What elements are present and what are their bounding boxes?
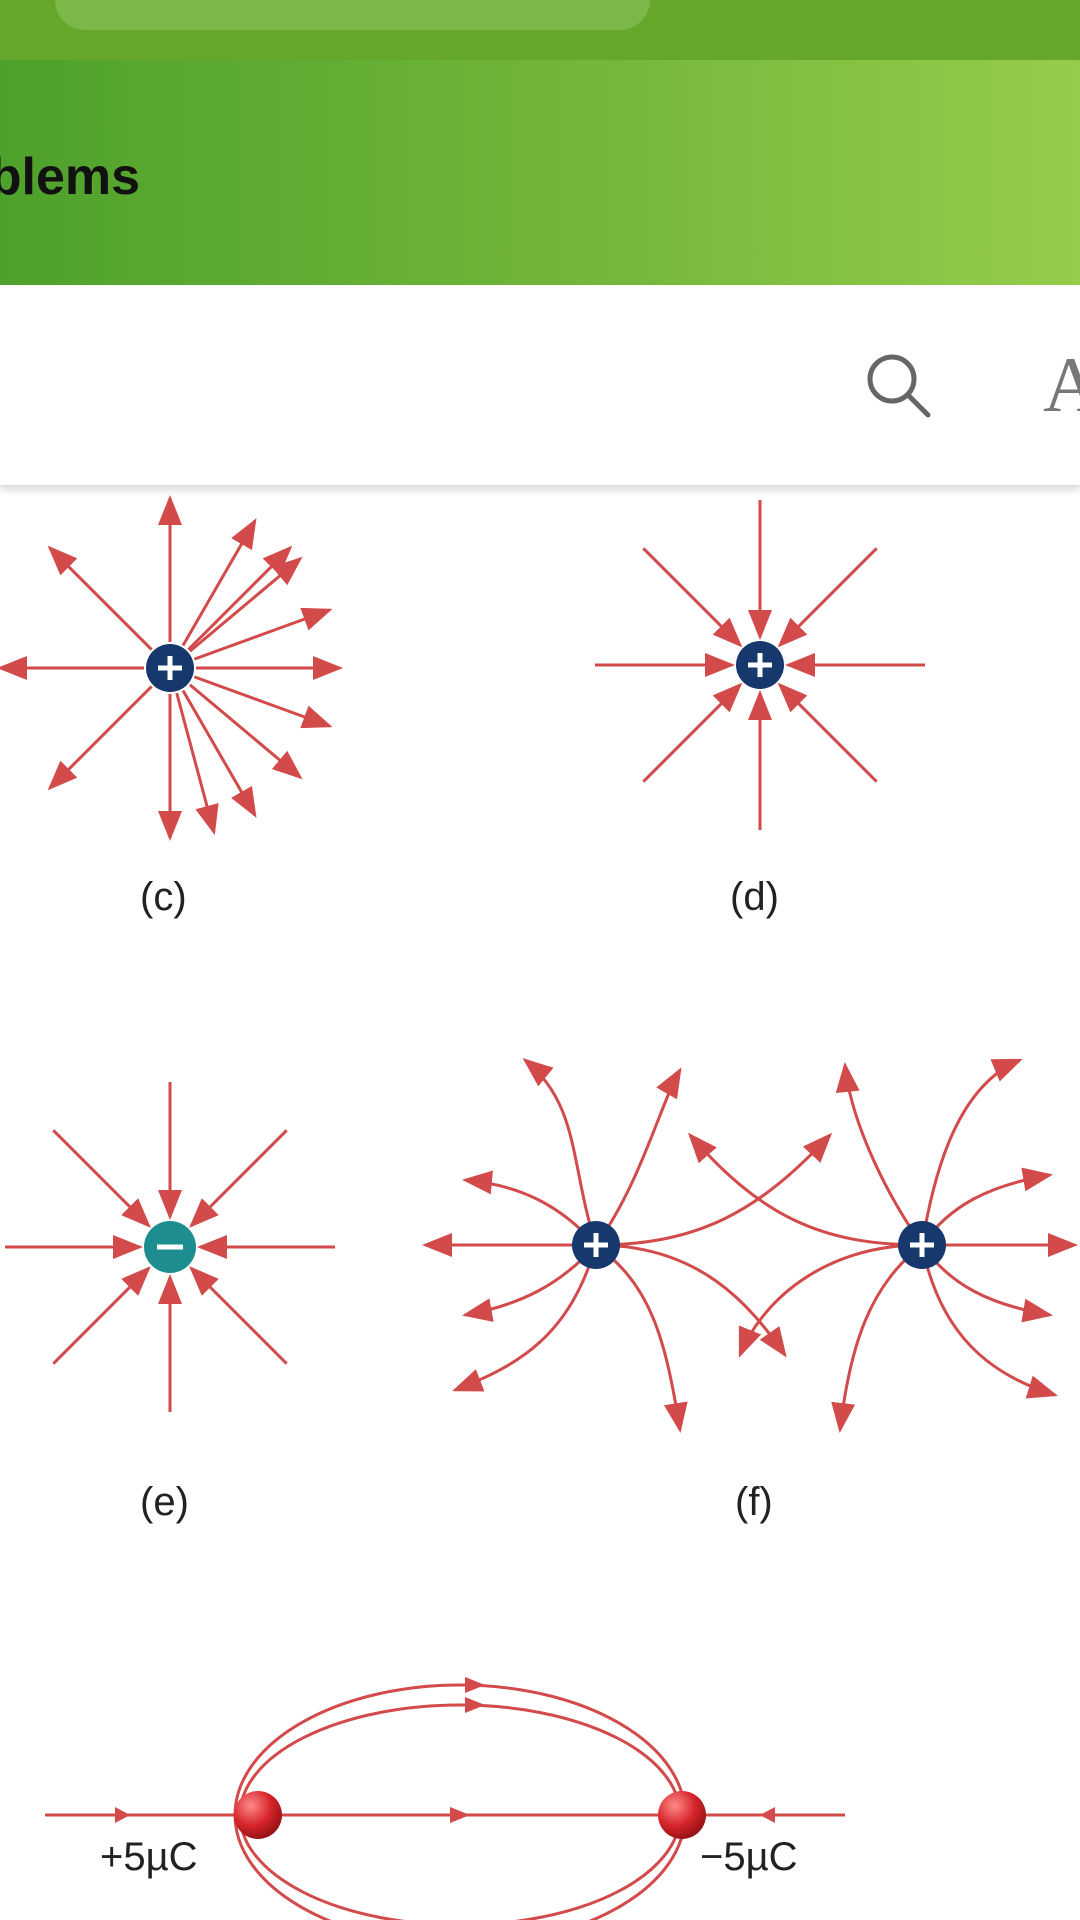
charge-e-negative bbox=[144, 1221, 196, 1273]
diagram-e bbox=[5, 1082, 335, 1412]
point-charge-positive bbox=[234, 1791, 282, 1839]
field-line bbox=[181, 689, 257, 818]
font-size-button[interactable]: A bbox=[1043, 341, 1080, 428]
charge-f-left-positive bbox=[572, 1221, 620, 1269]
charge-d-positive bbox=[736, 641, 784, 689]
charge-f-right-positive bbox=[898, 1221, 946, 1269]
search-icon[interactable] bbox=[858, 345, 938, 425]
diagram-c bbox=[0, 495, 343, 841]
field-line bbox=[193, 675, 333, 729]
label-e: (e) bbox=[140, 1480, 189, 1524]
charge-label-negative: −5µC bbox=[700, 1835, 798, 1879]
figure-area: (c) (d) (e) (f) +5µC −5µC bbox=[0, 485, 1080, 1920]
field-line bbox=[181, 518, 257, 647]
field-line bbox=[47, 685, 153, 791]
label-f: (f) bbox=[735, 1480, 773, 1524]
field-line bbox=[777, 682, 878, 783]
app-header: oblems bbox=[0, 60, 1080, 285]
charge-c-positive bbox=[146, 644, 194, 692]
field-line bbox=[52, 1129, 151, 1228]
field-line bbox=[47, 545, 153, 651]
field-lines-figure bbox=[0, 495, 1078, 1920]
label-c: (c) bbox=[140, 875, 187, 919]
charge-label-positive: +5µC bbox=[100, 1835, 198, 1879]
field-line bbox=[188, 556, 303, 653]
field-line bbox=[189, 1129, 288, 1228]
status-bar bbox=[0, 0, 1080, 60]
url-pill[interactable] bbox=[55, 0, 650, 30]
point-charge-negative bbox=[658, 1791, 706, 1839]
reader-toolbar: A bbox=[0, 285, 1080, 486]
diagram-dipole bbox=[45, 1677, 845, 1920]
diagram-f bbox=[422, 1058, 1078, 1433]
diagram-d bbox=[595, 500, 925, 830]
field-line bbox=[52, 1266, 151, 1365]
field-line bbox=[189, 1266, 288, 1365]
field-line bbox=[777, 547, 878, 648]
field-line bbox=[175, 692, 219, 836]
label-d: (d) bbox=[730, 875, 779, 919]
field-line bbox=[187, 545, 293, 651]
field-line bbox=[188, 683, 303, 780]
field-line bbox=[193, 607, 333, 661]
field-line bbox=[642, 682, 743, 783]
page-title: oblems bbox=[0, 148, 141, 206]
field-line bbox=[642, 547, 743, 648]
